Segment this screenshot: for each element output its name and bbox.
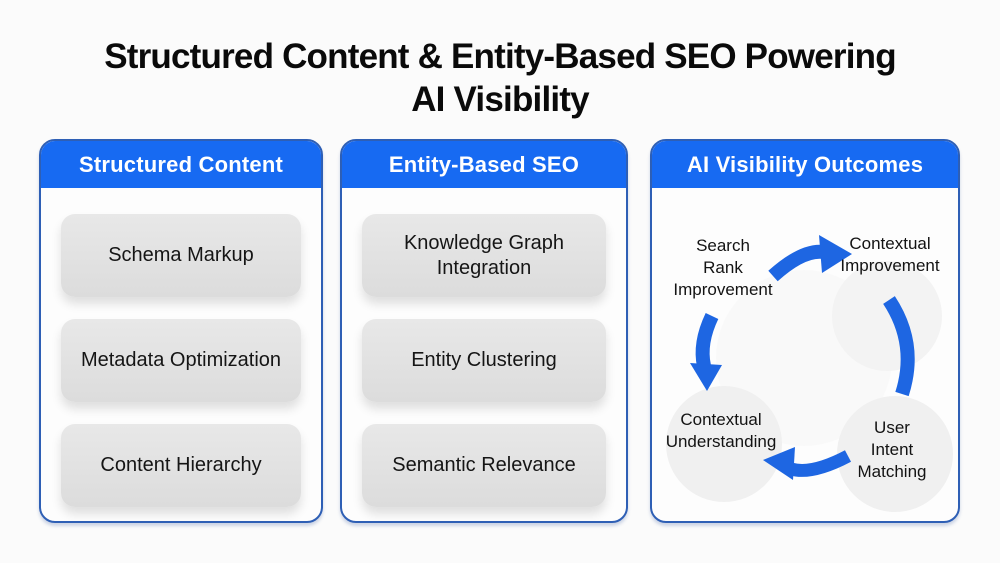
page-title: Structured Content & Entity-Based SEO Po…	[0, 36, 1000, 121]
ai-visibility-cycle-diagram: Search Rank Improvement Contextual Impro…	[652, 188, 958, 521]
panel-header-structured-content: Structured Content	[41, 141, 321, 188]
cycle-node-contextual-improvement: Contextual Improvement	[840, 233, 940, 275]
item-content-hierarchy: Content Hierarchy	[61, 424, 301, 507]
cycle-arrow-top-right-icon	[768, 235, 852, 282]
panel-body-structured-content: Schema Markup Metadata Optimization Cont…	[41, 188, 321, 507]
item-semantic-relevance: Semantic Relevance	[362, 424, 606, 507]
panel-body-entity-based-seo: Knowledge Graph Integration Entity Clust…	[342, 188, 626, 507]
cycle-node-search-rank-improvement: Search Rank Improvement	[673, 235, 773, 300]
cycle-bg-circle-right-top	[832, 261, 942, 371]
panel-ai-visibility-outcomes: AI Visibility Outcomes	[650, 139, 960, 523]
item-knowledge-graph-integration: Knowledge Graph Integration	[362, 214, 606, 297]
cycle-bg-circle-right-bottom	[837, 396, 953, 512]
item-schema-markup: Schema Markup	[61, 214, 301, 297]
cycle-bg-circle-left-bottom	[666, 386, 782, 502]
panel-header-entity-based-seo: Entity-Based SEO	[342, 141, 626, 188]
cycle-node-contextual-understanding: Contextual Understanding	[665, 409, 777, 451]
page-title-line1: Structured Content & Entity-Based SEO Po…	[104, 37, 896, 76]
cycle-arc-right-icon	[883, 296, 915, 397]
panel-entity-based-seo: Entity-Based SEO Knowledge Graph Integra…	[340, 139, 628, 523]
item-entity-clustering: Entity Clustering	[362, 319, 606, 402]
panel-header-ai-visibility-outcomes: AI Visibility Outcomes	[652, 141, 958, 188]
cycle-arrows-graphic	[666, 235, 953, 512]
cycle-node-user-intent-matching: User Intent Matching	[857, 417, 927, 482]
cycle-arrow-left-down-icon	[690, 312, 722, 391]
page-title-line2: AI Visibility	[411, 79, 589, 119]
item-metadata-optimization: Metadata Optimization	[61, 319, 301, 402]
panel-structured-content: Structured Content Schema Markup Metadat…	[39, 139, 323, 523]
cycle-arrow-bottom-left-icon	[763, 447, 852, 480]
